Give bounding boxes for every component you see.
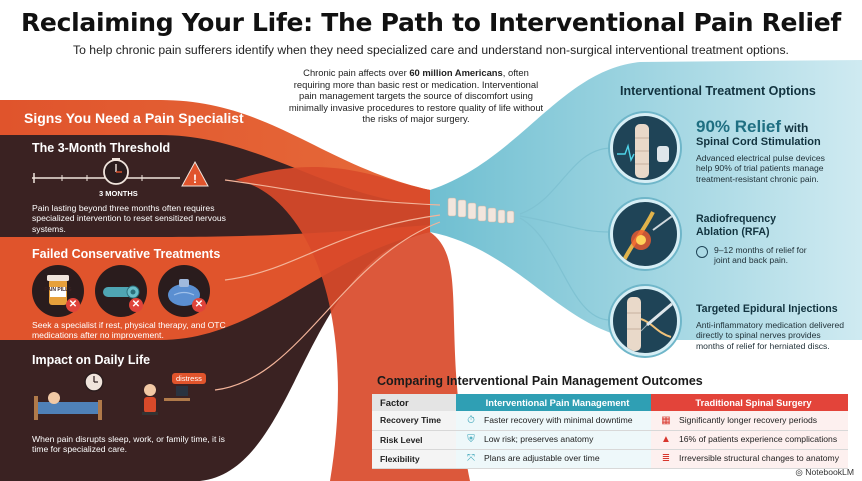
- x-mark-icon: ✕: [66, 298, 80, 312]
- option-2-text: 9–12 months of relief for joint and back…: [714, 245, 807, 266]
- option-1-title: Spinal Cord Stimulation: [696, 136, 821, 148]
- right-section-title: Interventional Treatment Options: [620, 84, 816, 98]
- option-1-headline: 90% Relief with: [696, 117, 809, 136]
- factor-cell: Recovery Time: [372, 411, 456, 431]
- traditional-cell: ▲16% of patients experience complication…: [651, 430, 848, 450]
- option-2-title: Radiofrequency Ablation (RFA): [696, 213, 777, 238]
- x-mark-icon: ✕: [192, 298, 206, 312]
- epidural-injection-icon: [610, 286, 680, 356]
- spine-illustration: [447, 197, 515, 224]
- radiofrequency-ablation-icon: [610, 199, 680, 269]
- pill-bottle-icon: [32, 265, 84, 317]
- spinal-cord-stimulation-icon: [610, 113, 680, 183]
- option-3-title: Targeted Epidural Injections: [696, 303, 838, 315]
- timer-label: 3 MONTHS: [99, 189, 138, 198]
- daily-life-illustration: [34, 372, 190, 420]
- brand-watermark: ◎ NotebookLM: [795, 467, 854, 477]
- warning-icon: ▲: [661, 434, 671, 445]
- distress-bubble: distress: [172, 373, 206, 384]
- intro-text: Chronic pain affects over 60 million Ame…: [288, 67, 544, 125]
- factor-cell: Flexibility: [372, 449, 456, 469]
- yoga-mat-icon: [95, 265, 147, 317]
- comparison-title: Comparing Interventional Pain Management…: [377, 374, 703, 388]
- threshold-text: Pain lasting beyond three months often r…: [32, 203, 226, 234]
- notebooklm-logo-icon: ◎: [795, 467, 803, 477]
- page-subtitle: To help chronic pain sufferers identify …: [73, 43, 789, 57]
- calendar-icon: ▦: [661, 414, 671, 426]
- header-interventional: Interventional Pain Management: [456, 394, 651, 411]
- factor-cell: Risk Level: [372, 430, 456, 450]
- table-row: Recovery Time ⏱Faster recovery with mini…: [372, 411, 848, 431]
- failed-treatments-title: Failed Conservative Treatments: [32, 247, 221, 261]
- option-1-text: Advanced electrical pulse devices help 9…: [696, 153, 825, 184]
- interventional-cell: ⏱Faster recovery with minimal downtime: [456, 411, 651, 431]
- comparison-table: Factor Interventional Pain Management Tr…: [372, 394, 848, 469]
- pill-label: PAIN PILLS: [44, 287, 72, 293]
- header-factor: Factor: [372, 394, 456, 411]
- left-section-title: Signs You Need a Pain Specialist: [24, 110, 244, 126]
- failed-treatments-text: Seek a specialist if rest, physical ther…: [32, 320, 226, 341]
- threshold-title: The 3-Month Threshold: [32, 141, 171, 155]
- traditional-cell: ≣Irreversible structural changes to anat…: [651, 449, 848, 469]
- x-mark-icon: ✕: [129, 298, 143, 312]
- page-title: Reclaiming Your Life: The Path to Interv…: [20, 8, 841, 37]
- timeline-illustration: !: [32, 158, 209, 187]
- interventional-cell: ⤧Plans are adjustable over time: [456, 449, 651, 469]
- clock-icon: [696, 246, 708, 258]
- daily-impact-text: When pain disrupts sleep, work, or famil…: [32, 434, 225, 455]
- interventional-cell: ⛨Low risk; preserves anatomy: [456, 430, 651, 450]
- shield-check-icon: ⛨: [467, 434, 475, 445]
- daily-impact-title: Impact on Daily Life: [32, 353, 151, 367]
- table-row: Risk Level ⛨Low risk; preserves anatomy …: [372, 430, 848, 450]
- branch-arrows-icon: ⤧: [467, 453, 475, 464]
- spine-segment-icon: ≣: [661, 453, 671, 464]
- option-3-text: Anti-inflammatory medication delivered d…: [696, 320, 845, 351]
- intro-highlight: 60 million Americans: [409, 67, 503, 78]
- table-row: Flexibility ⤧Plans are adjustable over t…: [372, 449, 848, 469]
- header-traditional: Traditional Spinal Surgery: [651, 394, 848, 411]
- traditional-cell: ▦Significantly longer recovery periods: [651, 411, 848, 431]
- svg-text:!: !: [193, 172, 197, 186]
- stopwatch-icon: ⏱: [467, 414, 475, 426]
